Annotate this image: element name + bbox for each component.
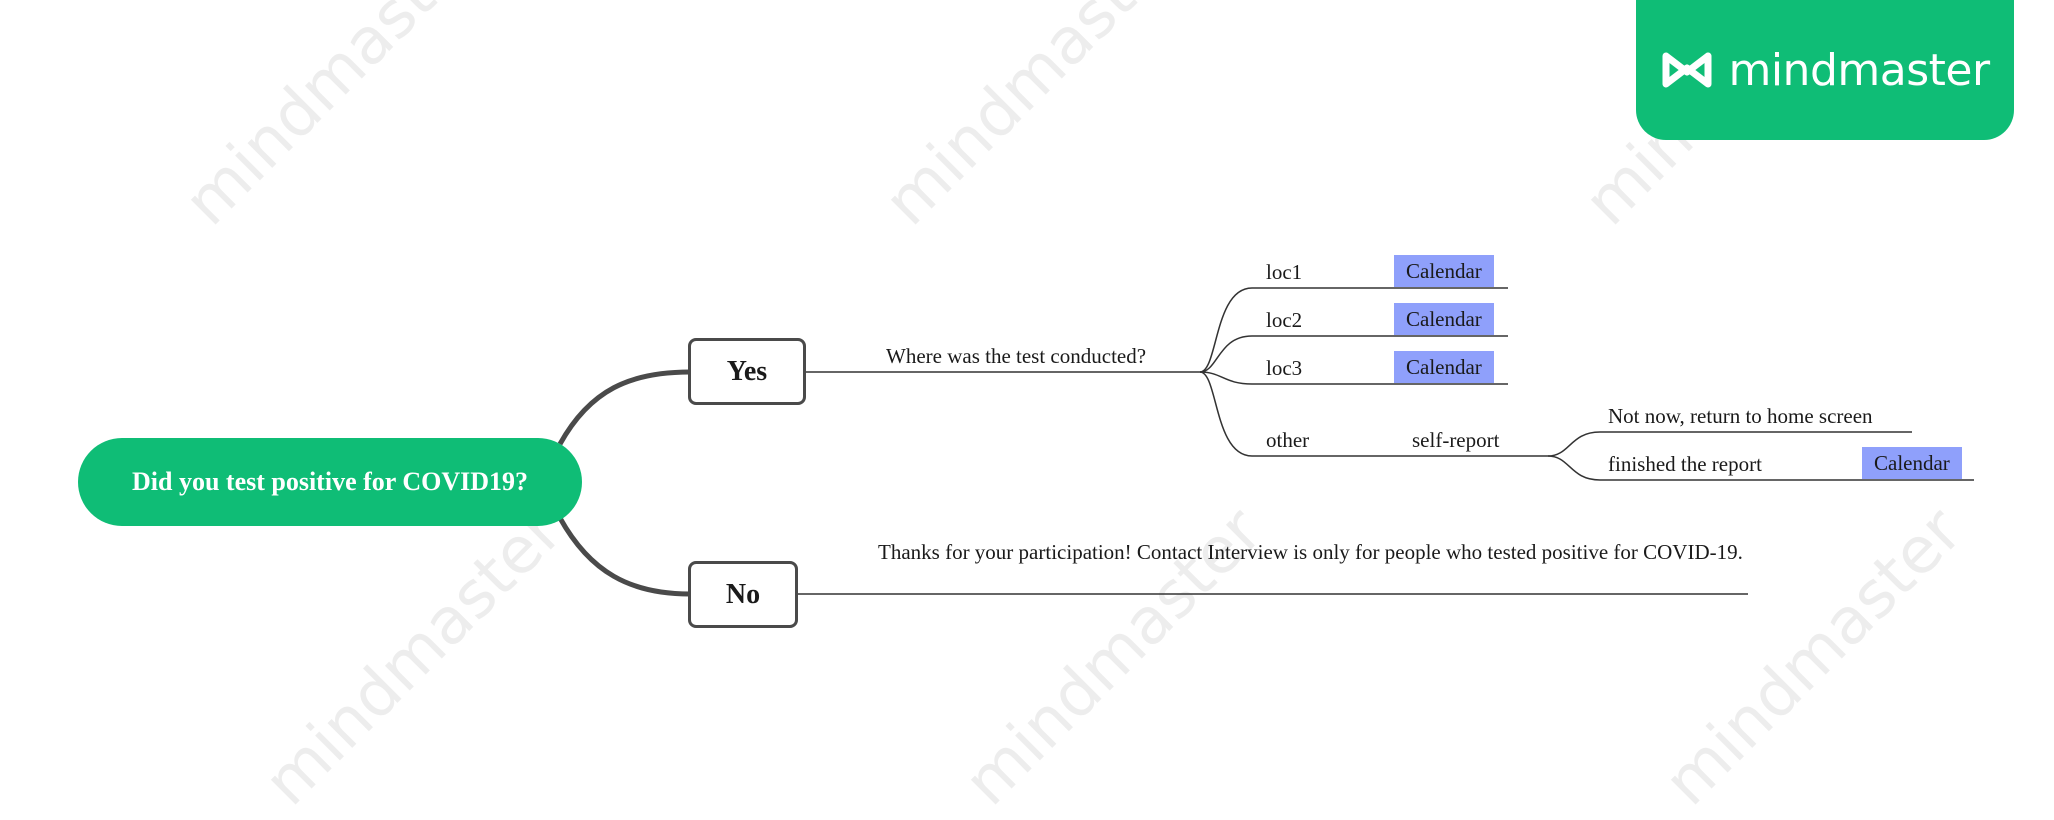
location-label-other[interactable]: other xyxy=(1266,428,1310,452)
connector-self-report-option-2 xyxy=(1547,455,1601,481)
location-label[interactable]: loc2 xyxy=(1266,308,1303,332)
calendar-button[interactable]: Calendar xyxy=(1394,303,1494,335)
root-question-node[interactable]: Did you test positive for COVID19? xyxy=(78,438,582,526)
calendar-button[interactable]: Calendar xyxy=(1394,351,1494,383)
answer-yes-node[interactable]: Yes xyxy=(688,338,806,405)
connector-q-other xyxy=(1199,371,1253,457)
location-label[interactable]: loc1 xyxy=(1266,260,1303,284)
answer-no-node[interactable]: No xyxy=(688,561,798,628)
self-report-label[interactable]: self-report xyxy=(1412,428,1500,452)
no-branch-message: Thanks for your participation! Contact I… xyxy=(878,540,1743,564)
brand-name: mindmaster xyxy=(1728,44,1990,96)
mind-map-connectors xyxy=(557,287,1974,597)
connector-q-loc3 xyxy=(1199,371,1253,385)
option-finished-report[interactable]: finished the report xyxy=(1608,452,1762,476)
connector-q-loc1 xyxy=(1199,287,1253,373)
mindmaster-logo-icon xyxy=(1662,52,1712,88)
connector-q-loc2 xyxy=(1199,335,1253,373)
location-label[interactable]: loc3 xyxy=(1266,356,1303,380)
connector-self-report-option-1 xyxy=(1547,431,1601,457)
connector-root-yes xyxy=(557,369,691,446)
location-question[interactable]: Where was the test conducted? xyxy=(886,344,1147,368)
calendar-button[interactable]: Calendar xyxy=(1394,255,1494,287)
option-return-home[interactable]: Not now, return to home screen xyxy=(1608,404,1873,428)
calendar-button[interactable]: Calendar xyxy=(1862,447,1962,479)
connector-root-no xyxy=(557,516,691,597)
brand-badge: mindmaster xyxy=(1636,0,2014,140)
